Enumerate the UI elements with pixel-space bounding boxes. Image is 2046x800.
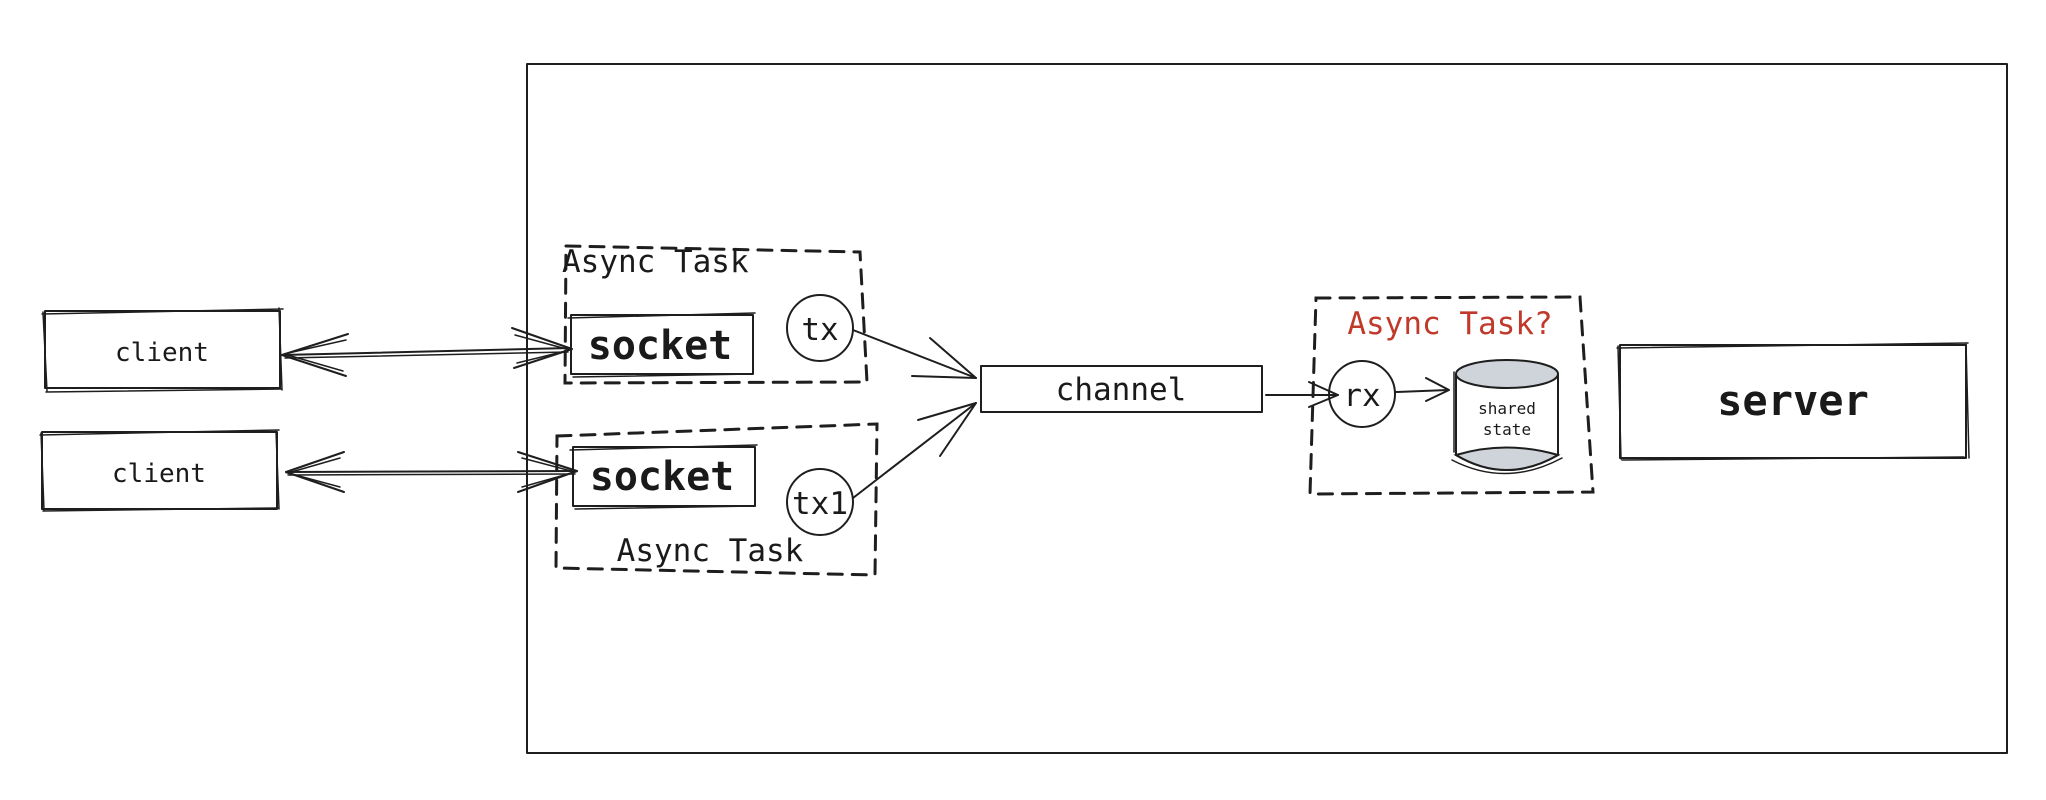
rx-node: rx xyxy=(1328,360,1396,428)
socket-box-top: socket xyxy=(567,312,756,378)
async-task-label: Async Task xyxy=(562,244,749,280)
socket-box-bottom: socket xyxy=(569,444,758,510)
channel-box: channel xyxy=(980,365,1263,413)
client-label: client xyxy=(112,459,206,489)
tx1-label: tx1 xyxy=(792,486,848,522)
client-box-top: client xyxy=(41,307,284,393)
server-box: server xyxy=(1616,342,1970,461)
socket-label: socket xyxy=(588,323,733,369)
client-label: client xyxy=(115,338,209,368)
tx-label: tx xyxy=(801,312,838,348)
shared-state-database-icon: shared state xyxy=(1451,359,1563,475)
async-task-question-label: Async Task? xyxy=(1347,306,1552,342)
tx-to-channel-arrow xyxy=(852,329,977,379)
client-socket-arrow-top xyxy=(281,327,573,377)
rx-to-state-arrow xyxy=(1395,377,1450,402)
async-task-right: Async Task? rx shared state xyxy=(1308,295,1595,496)
tx1-node: tx1 xyxy=(786,468,854,536)
tx1-to-channel-arrow xyxy=(852,402,977,499)
async-task-bottom: Async Task socket tx1 xyxy=(554,422,879,577)
server-label: server xyxy=(1717,376,1869,425)
client-socket-arrow-bottom xyxy=(285,451,578,493)
system-boundary xyxy=(526,63,2008,754)
rx-label: rx xyxy=(1343,378,1380,414)
shared-state-label: shared xyxy=(1478,399,1536,418)
client-box-bottom: client xyxy=(39,429,280,512)
async-task-label: Async Task xyxy=(617,533,804,569)
channel-to-rx-arrow xyxy=(1265,381,1339,408)
tx-node: tx xyxy=(786,294,854,362)
shared-state-label: state xyxy=(1483,420,1531,439)
async-task-top: Async Task socket tx xyxy=(562,244,869,385)
channel-label: channel xyxy=(1056,372,1187,408)
socket-label: socket xyxy=(590,454,735,500)
